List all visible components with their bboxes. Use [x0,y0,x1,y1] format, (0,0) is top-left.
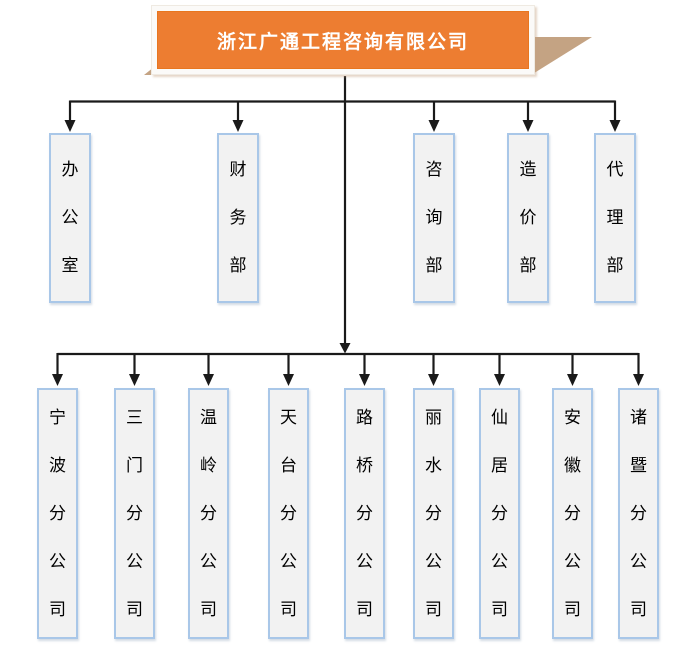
arrow-down-icon [428,120,440,132]
branch-box-lishui: 丽 水 分 公 司 [413,388,454,639]
branch-label: 路 桥 分 公 司 [356,407,373,619]
arrow-down-icon [283,374,294,386]
title-ribbon-right [531,37,592,75]
title-ribbon-left [144,67,154,75]
branch-box-anhui: 安 徽 分 公 司 [552,388,593,639]
branch-label: 安 徽 分 公 司 [564,407,581,619]
branch-box-luqiao: 路 桥 分 公 司 [344,388,385,639]
dept-box-consulting: 咨 询 部 [413,133,455,303]
dept-box-office: 办 公 室 [49,133,91,303]
branch-label: 丽 水 分 公 司 [425,407,442,619]
branch-label: 天 台 分 公 司 [280,407,297,619]
branch-label: 温 岭 分 公 司 [200,407,217,619]
root-node: 浙江广通工程咨询有限公司 [157,11,529,69]
arrow-down-icon [232,120,244,132]
dept-label: 办 公 室 [61,160,79,275]
arrow-down-icon [567,374,578,386]
dept-box-finance: 财 务 部 [217,133,259,303]
arrow-down-icon [609,120,621,132]
arrow-down-icon [129,374,140,386]
branch-label: 仙 居 分 公 司 [491,407,508,619]
branch-box-wenling: 温 岭 分 公 司 [188,388,229,639]
dept-label: 代 理 部 [606,160,624,275]
branch-box-ningbo: 宁 波 分 公 司 [37,388,78,639]
dept-box-agency: 代 理 部 [594,133,636,303]
arrow-down-icon [522,120,534,132]
trunk-arrowhead [339,343,351,354]
company-title: 浙江广通工程咨询有限公司 [216,31,469,53]
dept-label: 财 务 部 [229,160,247,275]
arrow-down-icon [64,120,76,132]
arrow-down-icon [52,374,63,386]
arrow-down-icon [428,374,439,386]
dept-box-cost: 造 价 部 [507,133,549,303]
branch-box-sanmen: 三 门 分 公 司 [114,388,155,639]
branch-box-tiantai: 天 台 分 公 司 [268,388,309,639]
arrow-down-icon [494,374,505,386]
branch-label: 宁 波 分 公 司 [49,407,66,619]
dept-label: 造 价 部 [519,160,537,275]
branch-label: 诸 暨 分 公 司 [630,407,647,619]
branch-box-zhuji: 诸 暨 分 公 司 [618,388,659,639]
branch-box-xianju: 仙 居 分 公 司 [479,388,520,639]
arrow-down-icon [359,374,370,386]
branch-label: 三 门 分 公 司 [126,407,143,619]
dept-label: 咨 询 部 [425,160,443,275]
arrow-down-icon [203,374,214,386]
root-node-frame: 浙江广通工程咨询有限公司 [151,5,535,75]
arrow-down-icon [633,374,644,386]
